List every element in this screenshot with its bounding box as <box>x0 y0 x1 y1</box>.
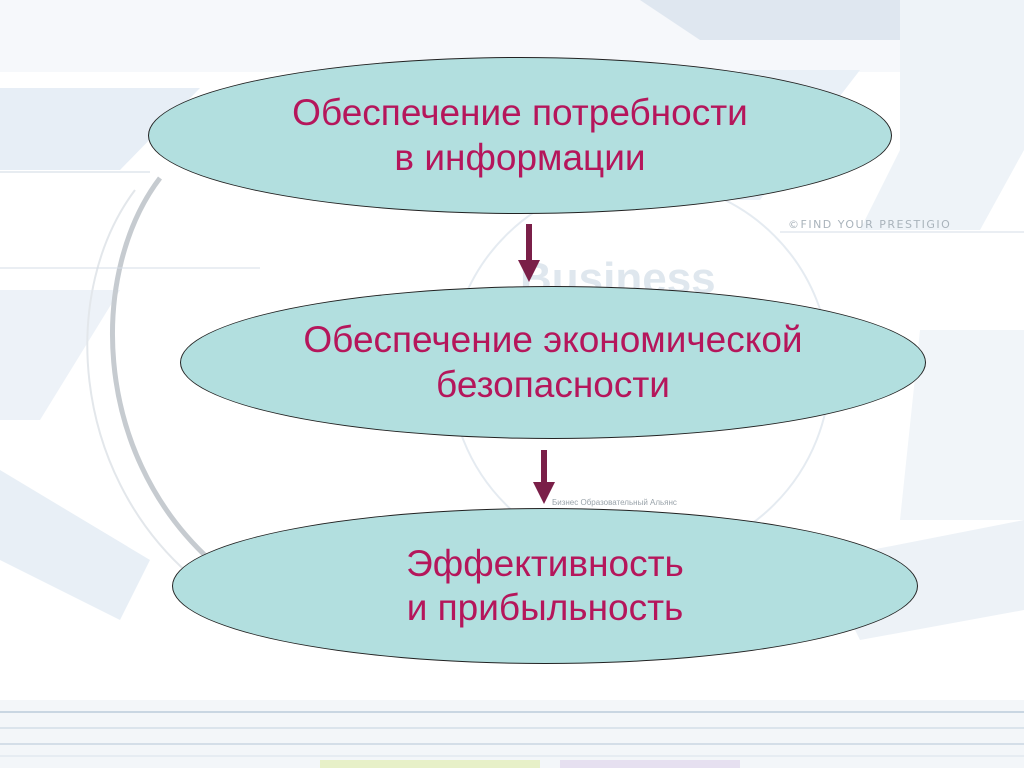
down-arrow-icon <box>533 450 555 504</box>
flow-node-efficiency-profitability: Эффективность и прибыльность <box>172 508 918 664</box>
down-arrow-icon <box>518 224 540 282</box>
flow-node-economic-security: Обеспечение экономической безопасности <box>180 286 926 439</box>
node-line: Обеспечение экономической <box>303 319 803 361</box>
node-line: и прибыльность <box>406 587 684 628</box>
node-line: Обеспечение потребности <box>292 92 748 134</box>
node-line: в информации <box>394 136 646 178</box>
node-line: безопасности <box>436 363 670 405</box>
flow-node-information-needs: Обеспечение потребности в информации <box>148 57 892 214</box>
node-line: Эффективность <box>406 542 684 584</box>
brand-tagline: ©FIND YOUR PRESTIGIO <box>788 218 952 231</box>
watermark-caption: Бизнес Образовательный Альянс <box>552 498 677 507</box>
